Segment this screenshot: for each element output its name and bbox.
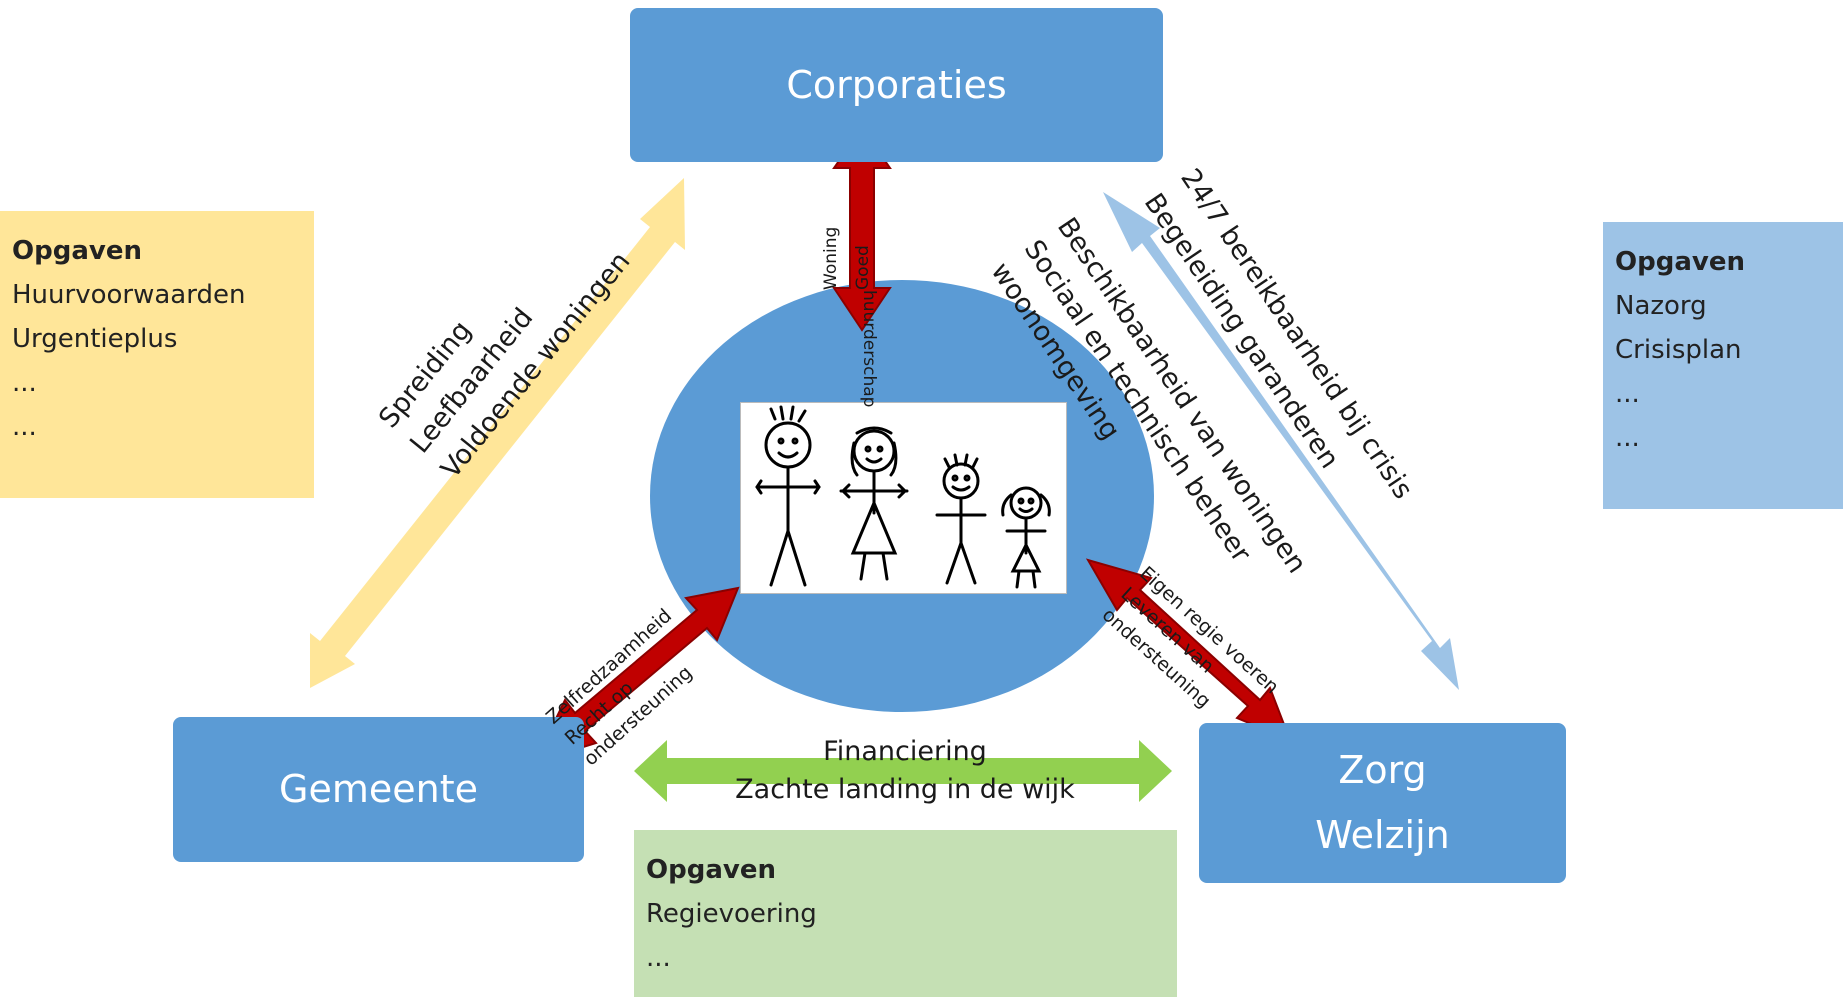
node-gemeente: Gemeente bbox=[173, 717, 584, 862]
stick-figures-icon bbox=[755, 405, 1051, 589]
node-corporaties: Corporaties bbox=[630, 8, 1163, 162]
center-label-corporaties-huurderschap: huurderschap bbox=[856, 290, 882, 407]
note-right-title: Opgaven bbox=[1615, 247, 1745, 277]
node-zorg-welzijn: Zorg Welzijn bbox=[1199, 723, 1566, 883]
arrow-corporaties-zorg bbox=[1103, 192, 1459, 690]
link-text: huurderschap bbox=[859, 290, 879, 408]
arrow-gemeente-zorg bbox=[634, 740, 1172, 802]
arrow-corporaties-gemeente bbox=[310, 178, 685, 688]
note-left: Opgaven Huurvoorwaarden Urgentieplus ...… bbox=[0, 211, 314, 498]
center-label-corporaties-goed: Goed bbox=[850, 245, 876, 290]
note-left-item: Huurvoorwaarden bbox=[12, 280, 246, 310]
link-text: Woning bbox=[821, 226, 841, 290]
node-zorg-label: Zorg bbox=[1338, 748, 1427, 793]
note-bottom-item: Regievoering bbox=[646, 899, 817, 929]
center-label-corporaties: Woning bbox=[818, 227, 844, 290]
note-left-item: ... bbox=[12, 412, 37, 442]
node-corporaties-label: Corporaties bbox=[786, 62, 1007, 107]
note-left-item: ... bbox=[12, 368, 37, 398]
note-left-item: Urgentieplus bbox=[12, 324, 178, 354]
note-right-item: ... bbox=[1615, 379, 1640, 409]
arrow-center-corporaties bbox=[832, 126, 892, 332]
note-right-item: Crisisplan bbox=[1615, 335, 1742, 365]
stick-figure-family-image bbox=[740, 402, 1067, 594]
note-bottom-title: Opgaven bbox=[646, 855, 776, 885]
link-text: Zachte landing in de wijk bbox=[735, 774, 1075, 805]
link-text: Goed bbox=[853, 245, 873, 290]
note-right-item: Nazorg bbox=[1615, 291, 1707, 321]
note-left-title: Opgaven bbox=[12, 236, 142, 266]
note-bottom-item: ... bbox=[646, 943, 671, 973]
link-text: Financiering bbox=[823, 736, 987, 767]
note-right: Opgaven Nazorg Crisisplan ... ... bbox=[1603, 222, 1843, 509]
note-right-item: ... bbox=[1615, 423, 1640, 453]
node-welzijn-label: Welzijn bbox=[1315, 813, 1450, 857]
link-label-gemeente-zorg: Financiering Zachte landing in de wijk bbox=[700, 733, 1110, 809]
note-bottom: Opgaven Regievoering ... bbox=[634, 830, 1177, 997]
node-gemeente-label: Gemeente bbox=[279, 767, 478, 812]
